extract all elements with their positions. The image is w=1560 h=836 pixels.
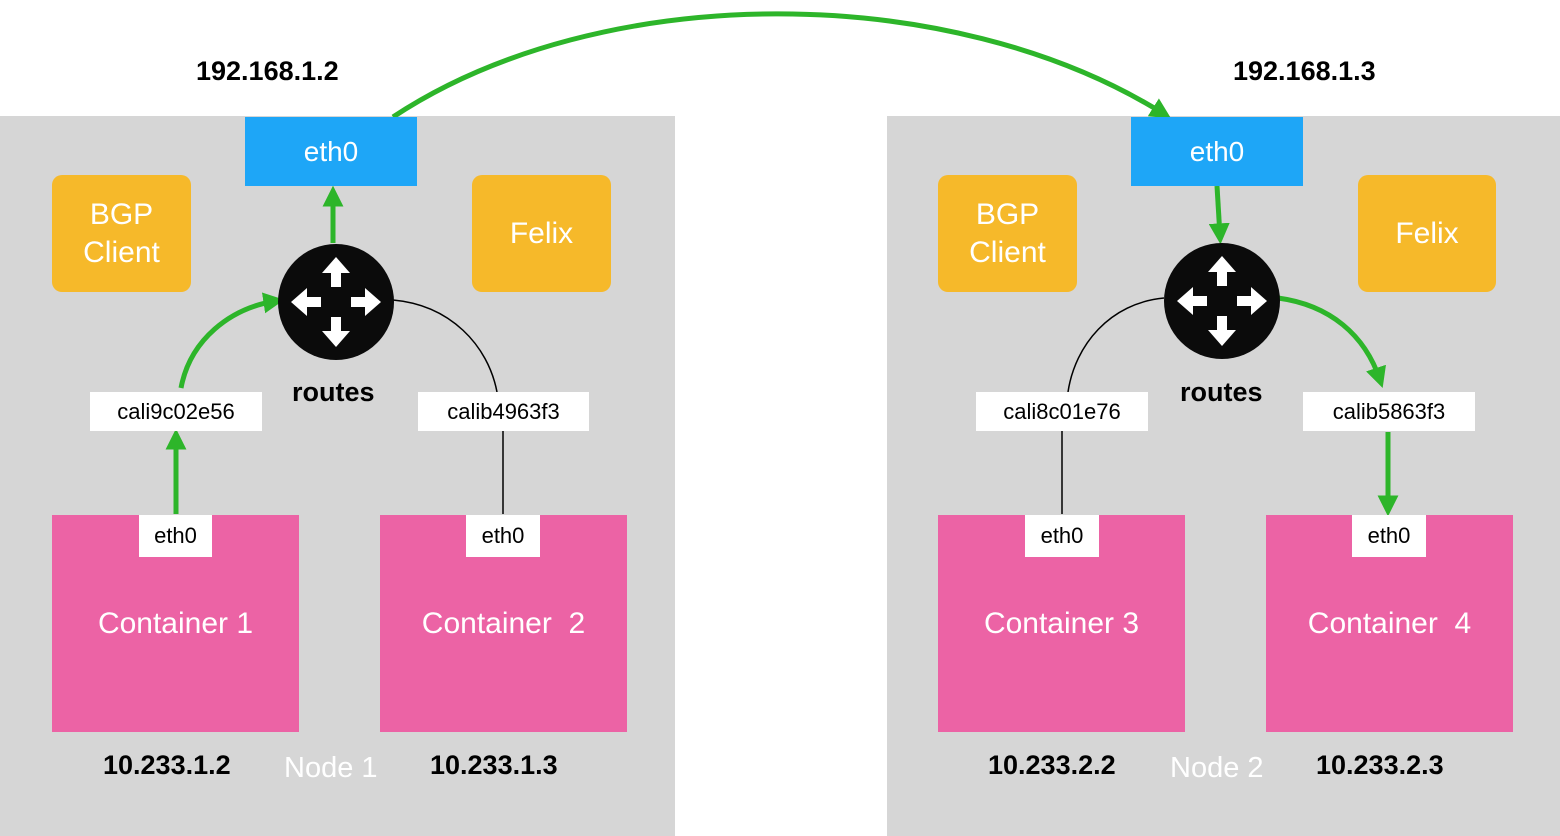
node-2-routes-label: routes xyxy=(1180,377,1263,407)
bgp-client-label-line2: Client xyxy=(83,235,160,269)
bgp-client-label-line1: BGP xyxy=(975,197,1040,231)
node-1-container-1-ip: 10.233.1.2 xyxy=(103,750,231,780)
node-1-eth0: eth0 xyxy=(245,117,417,186)
node-2-felix: Felix xyxy=(1358,175,1496,292)
node-2-container-4-ip: 10.233.2.3 xyxy=(1316,750,1444,780)
node-1-host-ip: 192.168.1.2 xyxy=(196,56,339,86)
inter-node-arrow xyxy=(391,11,1172,120)
node-1-veth-2: calib4963f3 xyxy=(418,392,589,431)
node-1-container-1: Container 1 xyxy=(52,515,299,732)
node-1-veth-1: cali9c02e56 xyxy=(90,392,262,431)
node-2-veth-1: cali8c01e76 xyxy=(976,392,1148,431)
node-2-bgp-client: BGP Client xyxy=(938,175,1077,292)
node-1-routes-label: routes xyxy=(292,377,375,407)
node-2-host-ip: 192.168.1.3 xyxy=(1233,56,1376,86)
bgp-client-label-line2: Client xyxy=(969,235,1046,269)
node-1-container-1-eth0: eth0 xyxy=(139,515,212,557)
node-1-bgp-client: BGP Client xyxy=(52,175,191,292)
router-icon xyxy=(278,244,394,360)
node-2-eth0: eth0 xyxy=(1131,117,1303,186)
node-1-label: Node 1 xyxy=(284,752,378,784)
node-1-container-2-ip: 10.233.1.3 xyxy=(430,750,558,780)
node-2-container-3-eth0: eth0 xyxy=(1025,515,1099,557)
bgp-client-label-line1: BGP xyxy=(89,197,154,231)
node-2-label: Node 2 xyxy=(1170,752,1264,784)
node-2-veth-2: calib5863f3 xyxy=(1303,392,1475,431)
node-2-container-4-eth0: eth0 xyxy=(1352,515,1426,557)
node-2-container-3-ip: 10.233.2.2 xyxy=(988,750,1116,780)
node-1-container-2-eth0: eth0 xyxy=(466,515,540,557)
router-icon xyxy=(1164,243,1280,359)
node-1-felix: Felix xyxy=(472,175,611,292)
